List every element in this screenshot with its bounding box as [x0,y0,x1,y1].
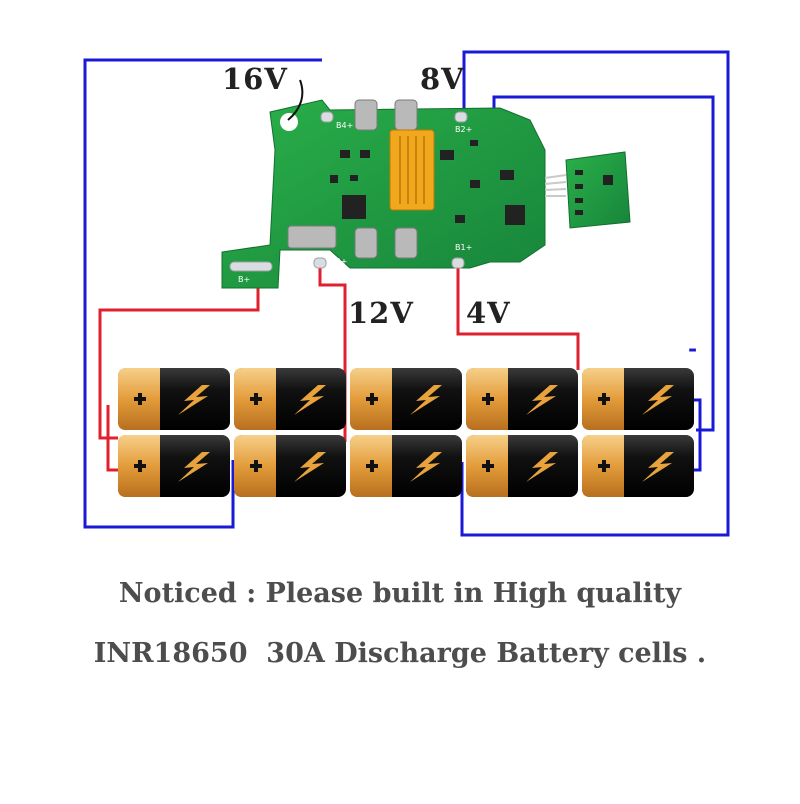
battery-cell-icon [118,368,230,430]
plus-icon [250,393,262,405]
battery-cell-icon [234,368,346,430]
negative-terminal-label: - [688,336,699,362]
notice-line-1: Noticed : Please built in High quality [118,578,682,609]
voltage-label-12v: 12V [348,296,414,330]
pad-label-b1: B1+ [455,243,472,252]
lightning-bolt-icon [294,452,326,482]
pad-label-b3: B3+ [330,257,347,266]
red-wire [456,268,580,370]
plus-icon [366,460,378,472]
plus-icon [598,460,610,472]
notice-line-2: INR18650 30A Discharge Battery cells . [93,638,707,669]
indicator-board [544,151,631,229]
plus-icon [250,460,262,472]
pad-label-b4: B4+ [336,121,353,130]
battery-cell-icon [466,435,578,497]
battery-cell-icon [350,435,462,497]
pcb-chips [330,140,525,225]
plus-icon [366,393,378,405]
pad-label-bplus: B+ [238,275,250,284]
battery-cell-icon [350,368,462,430]
red-wires [98,268,580,472]
blue-wire [460,50,730,537]
red-wire [106,405,118,472]
lightning-bolt-icon [294,385,326,415]
lightning-bolt-icon [178,385,210,415]
plus-icon [482,460,494,472]
plus-icon [482,393,494,405]
red-wire [318,268,347,442]
battery-cell-icon [466,368,578,430]
sense-wire [287,79,304,121]
lightning-bolt-icon [178,452,210,482]
battery-cell-icon [582,368,694,430]
pcb-outline [221,99,546,289]
blue-wire [83,58,322,529]
solder-pads [229,111,468,272]
lightning-bolt-icon [642,385,674,415]
lightning-bolt-icon [526,452,558,482]
battery-cell-icon [118,435,230,497]
lightning-bolt-icon [642,452,674,482]
bms-circuit-board: B4+ B2+ B3+ B1+ B+ [221,99,546,289]
battery-pack [118,368,694,497]
voltage-label-8v: 8V [420,62,465,96]
yellow-connector [389,129,435,211]
mounting-hole [280,113,298,131]
lightning-bolt-icon [526,385,558,415]
pad-label-b2: B2+ [455,125,472,134]
blue-wire [694,398,702,472]
plus-icon [598,393,610,405]
plus-icon [134,460,146,472]
lightning-bolt-icon [410,385,442,415]
red-wire [98,270,260,440]
battery-cell-icon [234,435,346,497]
lightning-bolt-icon [410,452,442,482]
voltage-label-4v: 4V [466,296,511,330]
plus-icon [134,393,146,405]
voltage-label-16v: 16V [222,62,288,96]
battery-cell-icon [582,435,694,497]
